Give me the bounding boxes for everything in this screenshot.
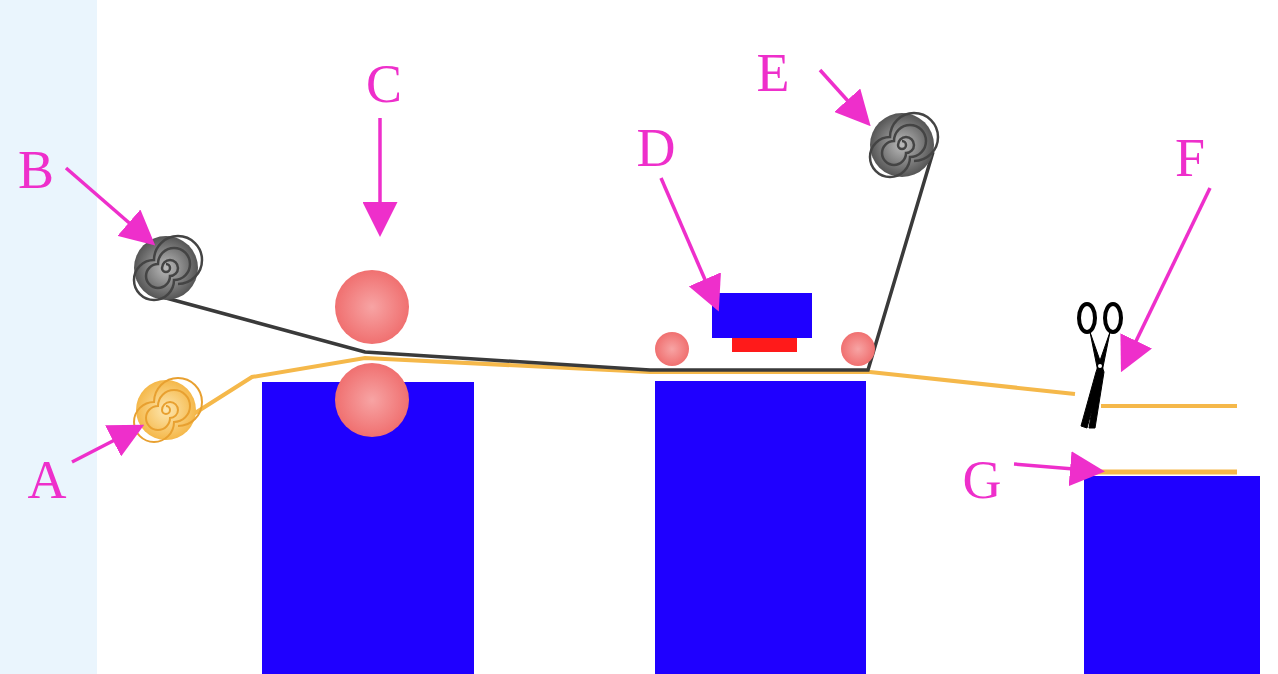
- nip-roller: [335, 270, 409, 344]
- callout-letter: B: [18, 143, 54, 197]
- canvas-ground: [97, 0, 1278, 674]
- callout-letter: F: [1175, 131, 1205, 185]
- leader-arrow: [1124, 188, 1210, 366]
- leader-arrow: [1014, 464, 1098, 471]
- scissors-symbol: [1079, 304, 1121, 428]
- callout-letter: G: [963, 453, 1002, 507]
- nip-roller: [335, 363, 409, 437]
- leader-arrow: [661, 178, 716, 305]
- leader-arrow: [72, 428, 138, 462]
- grey-roll: [870, 113, 938, 177]
- callout-letter: A: [28, 453, 67, 507]
- leader-arrow: [820, 70, 866, 121]
- press-head: [712, 293, 812, 338]
- leader-arrow: [66, 168, 150, 241]
- callout-letter: C: [366, 57, 402, 111]
- table-block: [655, 381, 866, 674]
- table-block: [1084, 476, 1260, 674]
- leader-arrow: [378, 118, 382, 230]
- guide-roller: [841, 332, 875, 366]
- guide-roller: [655, 332, 689, 366]
- yellow-roll: [134, 378, 202, 442]
- yellow-web: [192, 358, 1075, 415]
- yellow-web: [1101, 404, 1237, 408]
- grey-roll: [134, 236, 202, 300]
- callout-letter: D: [637, 121, 676, 175]
- callout-letter: E: [757, 46, 790, 100]
- press-die: [732, 338, 797, 352]
- leader-arrows: [66, 70, 1210, 471]
- liner-web: [166, 152, 933, 370]
- cut-piece: [1095, 470, 1237, 475]
